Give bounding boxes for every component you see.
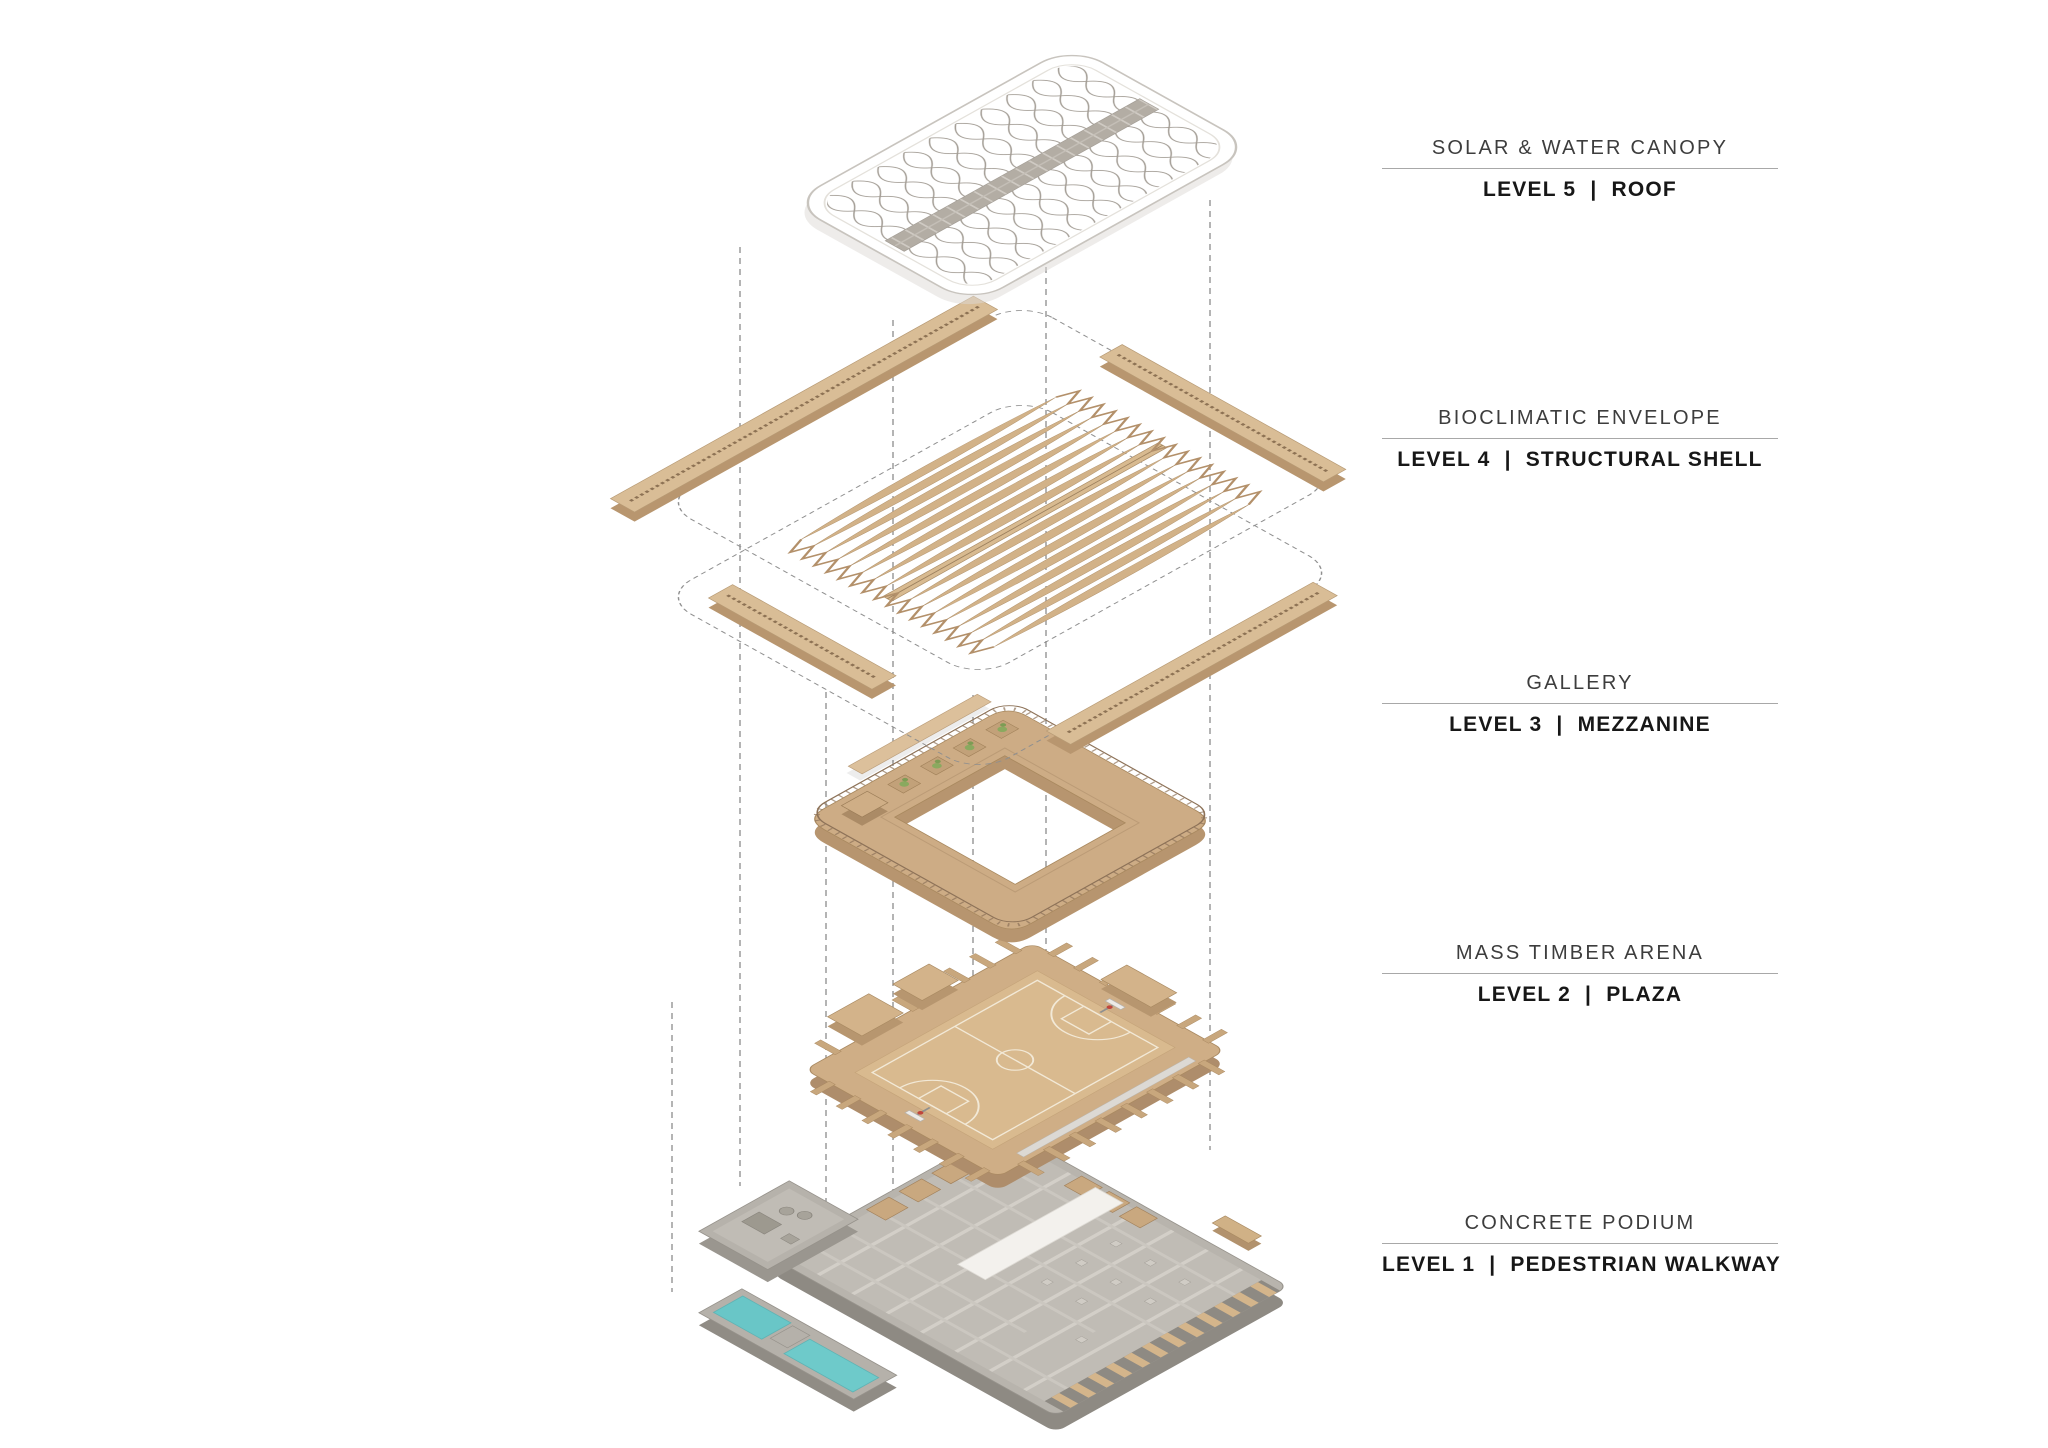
label-level-3: GALLERY LEVEL 3 | MEZZANINE xyxy=(1382,672,1778,737)
glulam-ribs xyxy=(801,397,1249,647)
arena-service-rooms xyxy=(826,963,1178,1046)
elevator-core xyxy=(840,790,889,826)
label-level-4: BIOCLIMATIC ENVELOPE LEVEL 4 | STRUCTURA… xyxy=(1382,407,1778,472)
lower-eave-bars xyxy=(707,581,1338,755)
timber-rib-cage xyxy=(787,389,1263,655)
pool-terrace xyxy=(698,1288,898,1412)
basketball-hoop xyxy=(1099,998,1126,1013)
layer-level: LEVEL 1 | PEDESTRIAN WALKWAY xyxy=(1382,1253,1781,1276)
layer-title: MASS TIMBER ARENA xyxy=(1455,942,1705,964)
label-divider xyxy=(1382,973,1778,974)
equipment-tank xyxy=(796,1211,813,1220)
label-divider xyxy=(1382,168,1778,169)
pedestrian-colonnade xyxy=(1051,1282,1277,1408)
basketball-hoop xyxy=(904,1107,931,1122)
court-markings xyxy=(870,979,1160,1141)
level-4-structural-shell xyxy=(609,295,1347,765)
swimming-pool xyxy=(783,1338,880,1393)
truss-zigzag-southwest xyxy=(787,538,995,655)
layer-level: LEVEL 3 | MEZZANINE xyxy=(1449,713,1711,736)
equipment-tank xyxy=(778,1206,795,1216)
layer-title: CONCRETE PODIUM xyxy=(1464,1212,1696,1234)
layer-level: LEVEL 5 | ROOF xyxy=(1483,178,1677,201)
plant-room-annex xyxy=(698,1180,859,1283)
layer-title: SOLAR & WATER CANOPY xyxy=(1431,137,1729,159)
label-level-1: CONCRETE PODIUM LEVEL 1 | PEDESTRIAN WAL… xyxy=(1382,1212,1781,1277)
layer-title: GALLERY xyxy=(1526,672,1634,694)
shell-lower-outline xyxy=(677,405,1323,765)
label-level-5: SOLAR & WATER CANOPY LEVEL 5 | ROOF xyxy=(1382,137,1778,202)
podium-columns xyxy=(1040,1240,1192,1344)
planters xyxy=(887,719,1020,794)
layer-title: BIOCLIMATIC ENVELOPE xyxy=(1438,407,1722,429)
upper-eave-bars xyxy=(609,295,1347,522)
canopy-rim xyxy=(823,64,1221,286)
level-1-concrete-podium xyxy=(698,1130,1284,1430)
railing-posts xyxy=(813,707,1208,927)
swimming-pool xyxy=(712,1295,792,1340)
mezzanine-inner-edge xyxy=(879,747,1141,893)
level-3-gallery-mezzanine xyxy=(813,693,1208,943)
podium-skylight-void xyxy=(956,1187,1124,1281)
layer-level: LEVEL 2 | PLAZA xyxy=(1477,983,1683,1006)
arena-rail-track xyxy=(1016,1056,1197,1158)
label-divider xyxy=(1382,703,1778,704)
label-divider xyxy=(1382,438,1778,439)
label-level-2: MASS TIMBER ARENA LEVEL 2 | PLAZA xyxy=(1382,942,1778,1007)
layer-level: LEVEL 4 | STRUCTURAL SHELL xyxy=(1397,448,1763,471)
label-divider xyxy=(1382,1243,1778,1244)
truss-zigzag-northeast xyxy=(1055,389,1263,506)
level-5-solar-canopy xyxy=(804,54,1238,305)
railing-top-rail xyxy=(816,705,1206,923)
level-2-mass-timber-arena xyxy=(809,938,1228,1188)
timber-wall-panel xyxy=(1211,1215,1263,1251)
solar-panel-band xyxy=(884,98,1160,252)
ridge-spine-line xyxy=(886,444,1164,600)
equipment-box xyxy=(741,1211,783,1235)
